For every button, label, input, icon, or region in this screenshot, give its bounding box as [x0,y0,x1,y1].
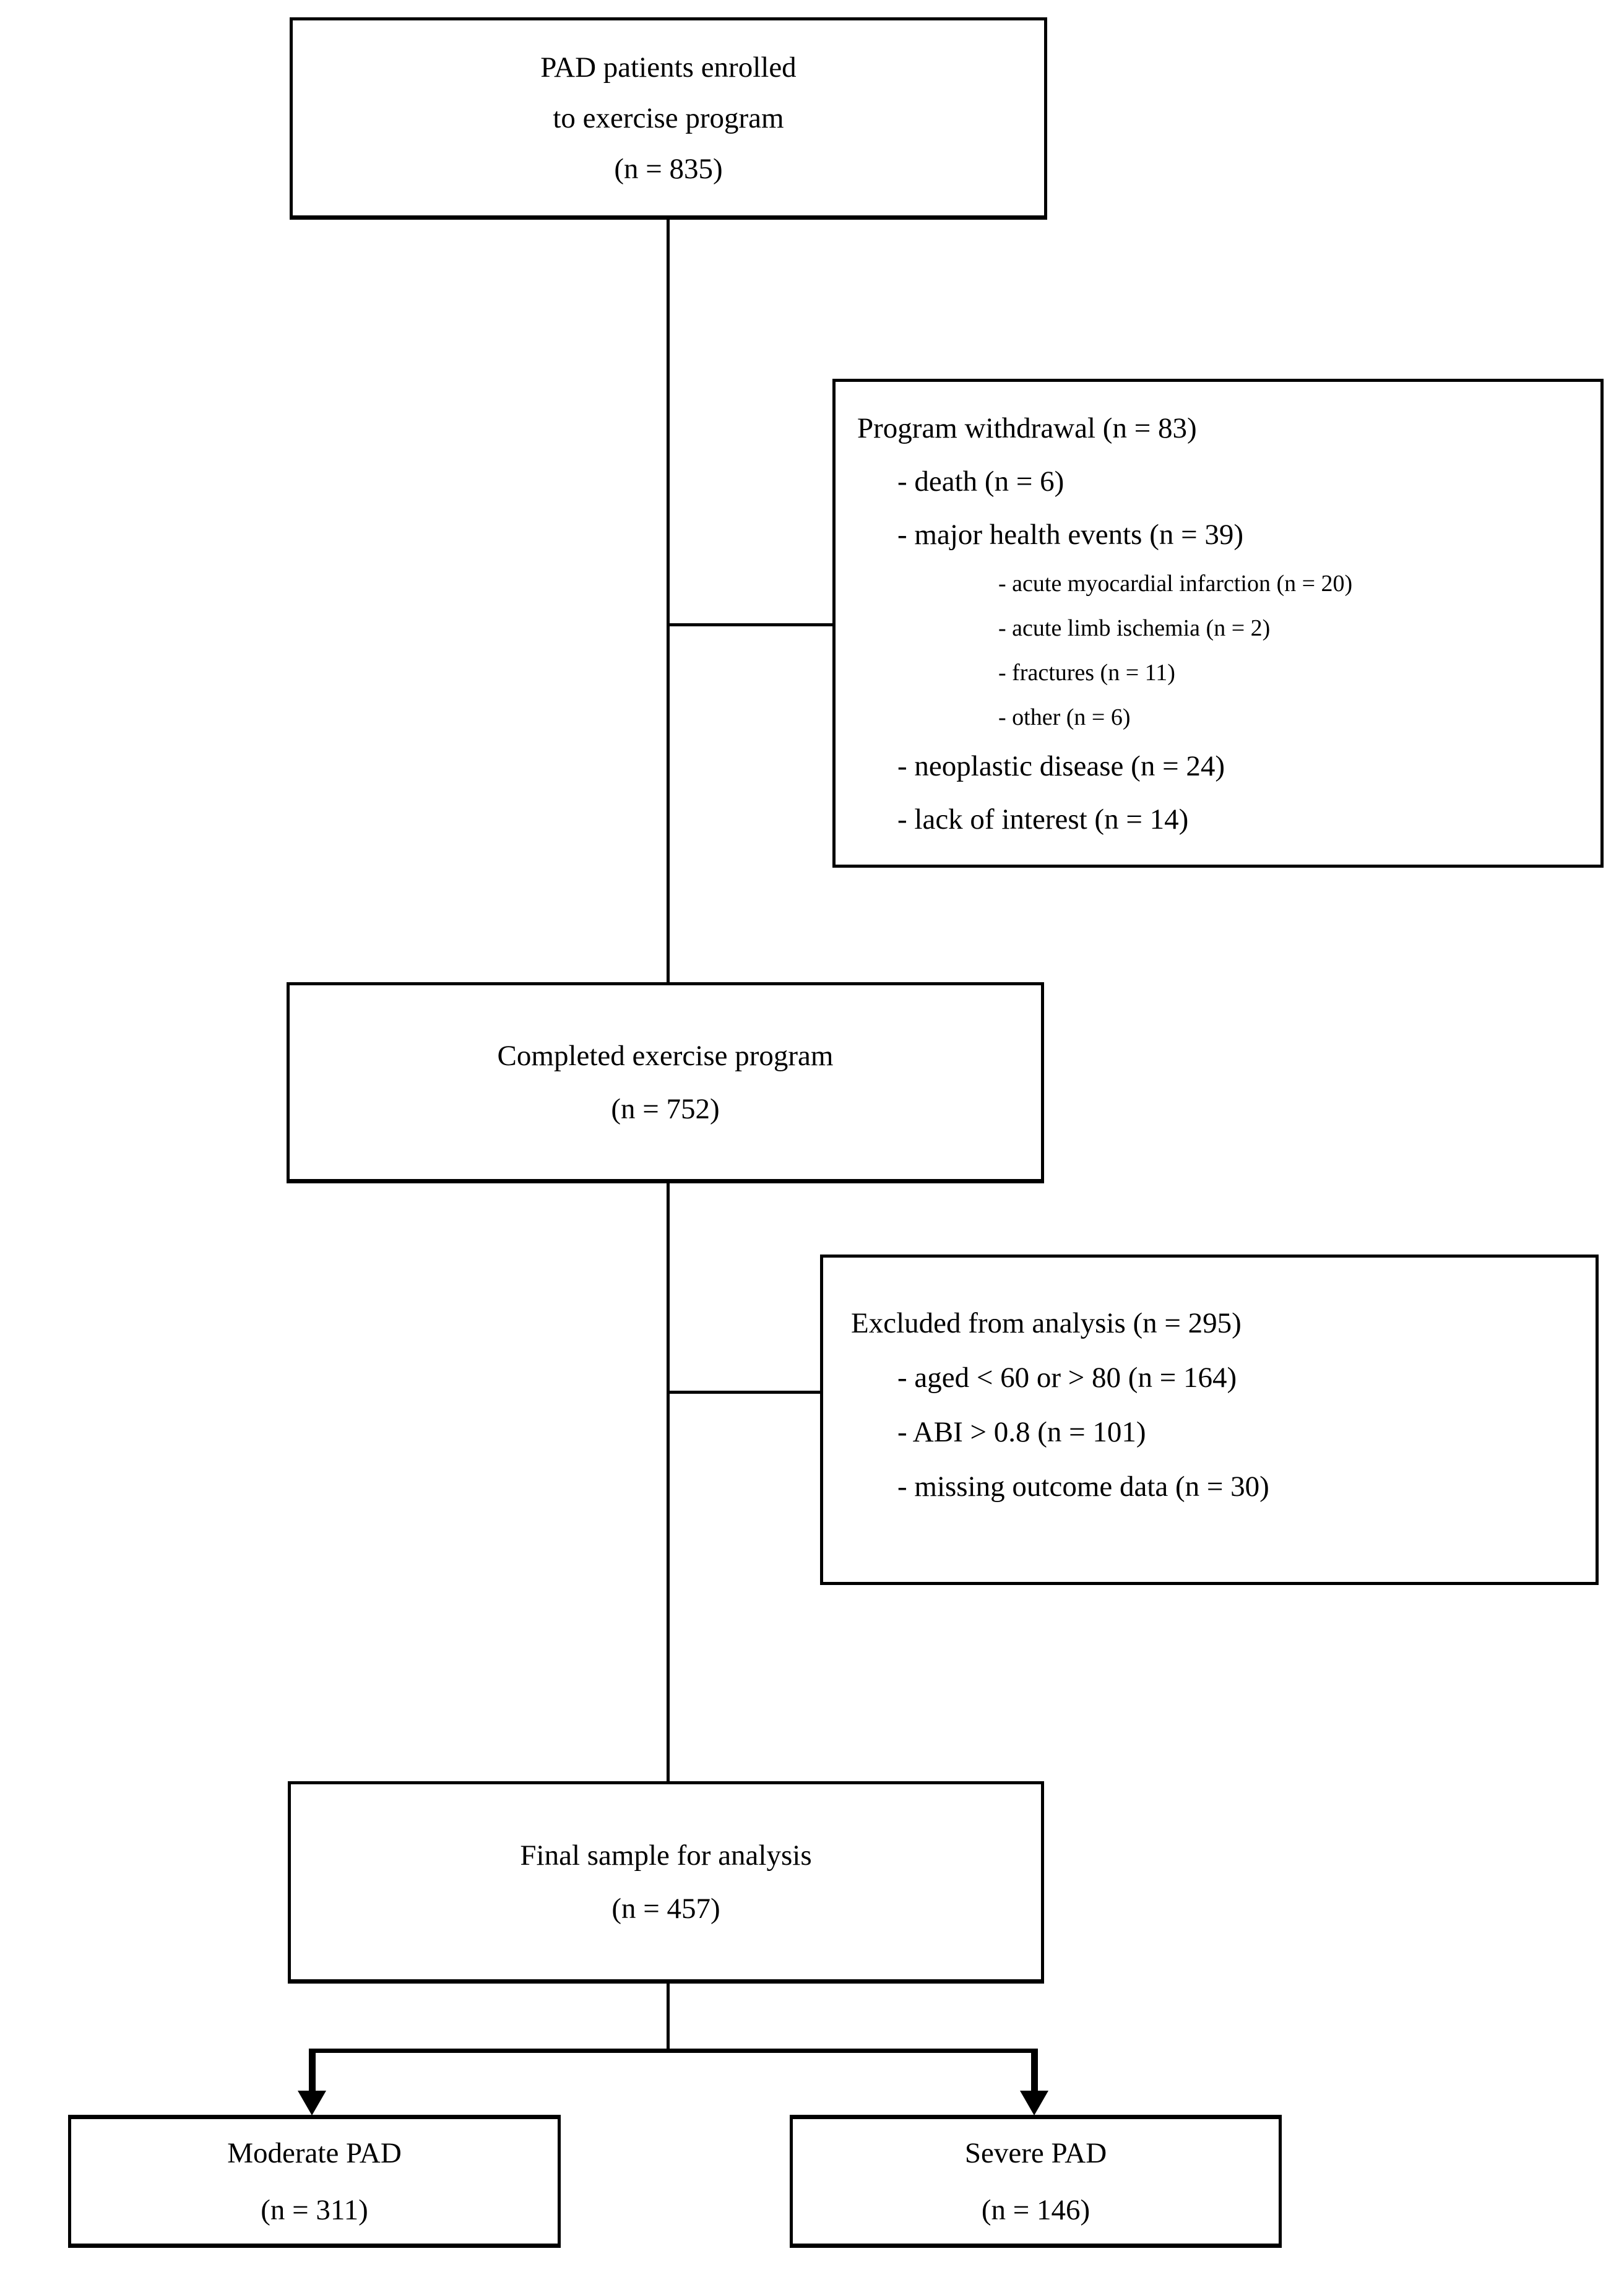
enrolled-box: PAD patients enrolled to exercise progra… [290,17,1047,220]
connector-branch-withdrawal [670,623,832,626]
enrolled-count: (n = 835) [614,152,723,185]
excluded-box: Excluded from analysis (n = 295) - aged … [820,1255,1599,1585]
moderate-pad-box: Moderate PAD (n = 311) [68,2115,561,2248]
withdrawal-item-lack-of-interest: - lack of interest (n = 14) [897,803,1189,836]
arrow-down-icon-severe [1020,2091,1048,2115]
excluded-title: Excluded from analysis (n = 295) [851,1307,1242,1339]
withdrawal-box: Program withdrawal (n = 83) - death (n =… [832,379,1604,868]
withdrawal-title: Program withdrawal (n = 83) [857,412,1197,444]
final-sample-count: (n = 457) [611,1892,720,1925]
severe-pad-count: (n = 146) [981,2193,1091,2226]
split-left-stem [309,2049,316,2092]
withdrawal-item-neoplastic-disease: - neoplastic disease (n = 24) [897,750,1225,782]
excluded-item-aged: - aged < 60 or > 80 (n = 164) [897,1362,1237,1394]
final-sample-box: Final sample for analysis (n = 457) [288,1781,1044,1984]
split-bar-connector [312,2049,1037,2053]
split-right-stem [1031,2049,1038,2092]
enrolled-line-1: PAD patients enrolled [540,51,797,84]
excluded-item-missing-outcome-data: - missing outcome data (n = 30) [897,1471,1269,1503]
completed-box: Completed exercise program (n = 752) [287,982,1044,1183]
completed-line-1: Completed exercise program [497,1039,834,1072]
withdrawal-item-death: - death (n = 6) [897,465,1065,498]
connector-enrolled-to-completed [667,220,670,982]
withdrawal-item-major-health-events: - major health events (n = 39) [897,519,1243,551]
connector-branch-excluded [670,1391,820,1394]
enrolled-line-2: to exercise program [553,102,784,134]
completed-count: (n = 752) [611,1092,720,1125]
withdrawal-subitem-acute-limb-ischemia: - acute limb ischemia (n = 2) [998,615,1271,641]
final-sample-line-1: Final sample for analysis [520,1839,812,1872]
moderate-pad-label: Moderate PAD [227,2136,402,2169]
arrow-down-icon-moderate [298,2091,326,2115]
moderate-pad-count: (n = 311) [261,2193,368,2226]
withdrawal-subitem-fractures: - fractures (n = 11) [998,660,1175,686]
severe-pad-box: Severe PAD (n = 146) [790,2115,1282,2248]
severe-pad-label: Severe PAD [964,2136,1107,2169]
connector-final-to-split [667,1984,670,2050]
excluded-item-abi: - ABI > 0.8 (n = 101) [897,1416,1146,1448]
connector-completed-to-final [667,1183,670,1781]
withdrawal-subitem-other: - other (n = 6) [998,704,1131,730]
withdrawal-subitem-acute-myocardial-infarction: - acute myocardial infarction (n = 20) [998,571,1353,597]
